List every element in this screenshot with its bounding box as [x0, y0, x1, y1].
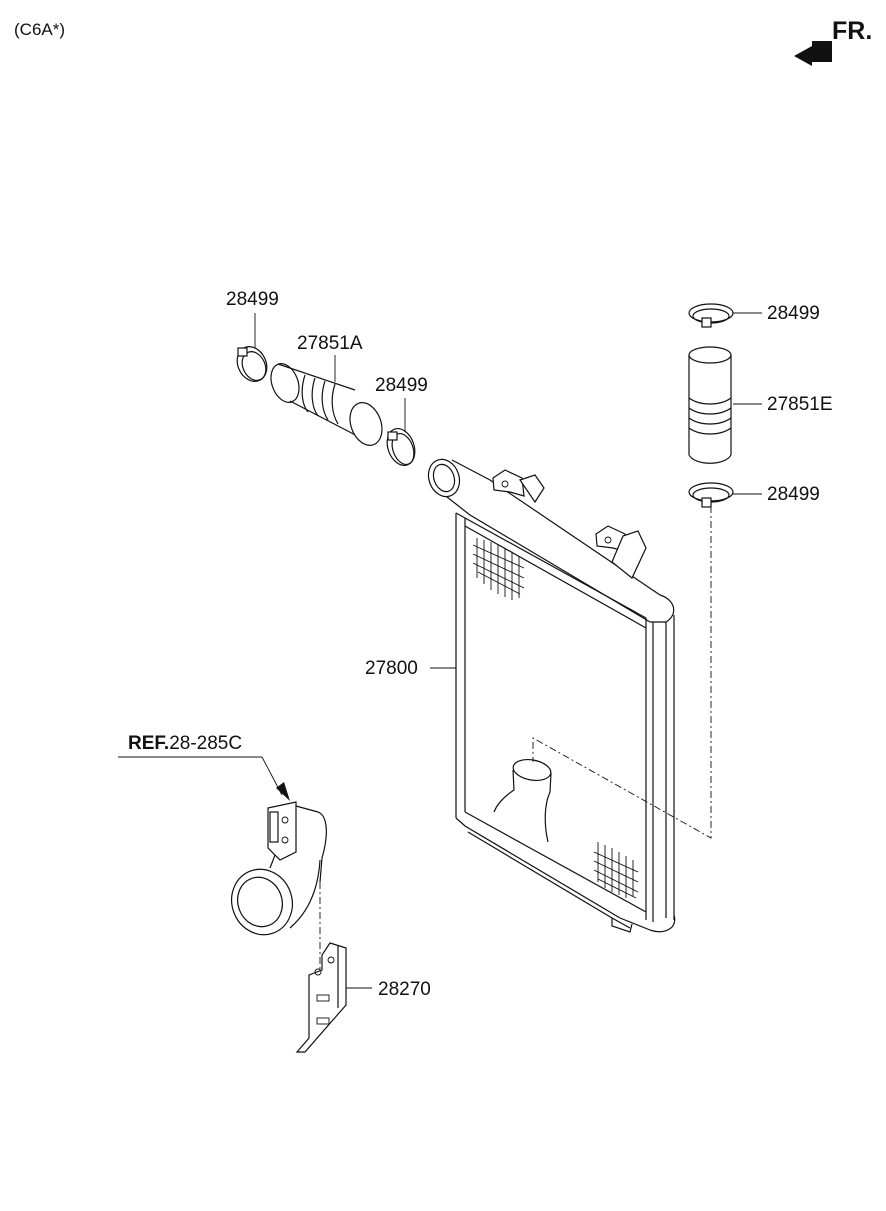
- clamp-top-left: [236, 313, 268, 382]
- callout-bracket: 28270: [378, 979, 431, 1000]
- arrow-left-icon: [794, 41, 832, 66]
- callout-hose-left: 27851A: [297, 333, 363, 354]
- direction-label: FR.: [832, 17, 873, 45]
- clamp-mid-left: [386, 398, 416, 466]
- variant-code: (C6A*): [14, 20, 66, 39]
- callout-clamp-top-left: 28499: [226, 289, 279, 310]
- callout-ref: REF.28-285C: [128, 734, 242, 753]
- callout-clamp-top-right: 28499: [767, 303, 820, 324]
- callout-clamp-mid-left: 28499: [375, 375, 428, 396]
- intercooler: [427, 458, 676, 933]
- hose-left: [270, 355, 383, 446]
- clamp-top-right: [688, 303, 762, 328]
- ref-prefix: REF.: [128, 733, 170, 754]
- callout-clamp-lower-right: 28499: [767, 484, 820, 505]
- callout-intercooler: 27800: [365, 658, 418, 679]
- clamp-lower-right: [688, 482, 762, 508]
- hose-right: [688, 346, 762, 464]
- ref-number: 28-285C: [169, 733, 243, 754]
- bracket: [295, 942, 372, 1053]
- duct-ref: [118, 756, 327, 975]
- callout-hose-right: 27851E: [767, 394, 833, 415]
